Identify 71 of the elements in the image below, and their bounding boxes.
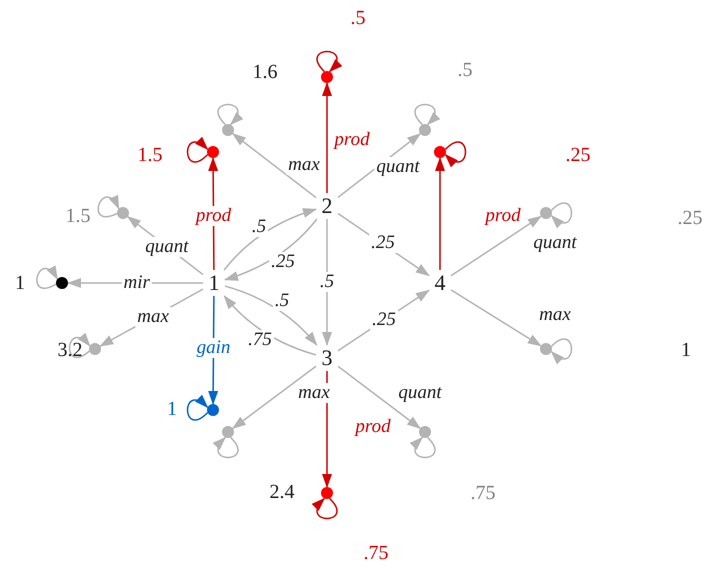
self-loop-arrow <box>550 338 572 364</box>
self-loop-arrow <box>550 202 572 228</box>
dot-node <box>419 426 431 438</box>
edge-label: max <box>296 383 332 403</box>
value-label: 1.6 <box>252 61 278 83</box>
self-loop-arrow <box>316 50 342 72</box>
self-loop-arrow <box>213 436 238 458</box>
node-label: 4 <box>429 270 451 296</box>
self-loop-arrow <box>218 104 243 126</box>
self-loop-arrow <box>312 498 338 520</box>
dot-node <box>222 124 234 136</box>
node-label: 3 <box>316 345 338 371</box>
floating-label: prod <box>483 206 523 226</box>
value-label: .5 <box>458 59 472 81</box>
floating-label: prod <box>353 417 393 437</box>
dot-node <box>321 71 333 83</box>
arrow <box>450 216 542 276</box>
value-label: 2.4 <box>270 481 294 503</box>
edge-label: .25 <box>369 233 397 253</box>
value-label: 1 <box>167 398 177 420</box>
node-label: 1 <box>203 270 225 296</box>
self-loop-arrow <box>36 266 58 289</box>
dot-node <box>56 277 68 289</box>
arrow <box>224 295 316 356</box>
edge-label: .5 <box>272 291 292 311</box>
edge-label: prod <box>194 206 234 226</box>
dot-node <box>222 426 234 438</box>
arrow <box>450 289 542 346</box>
self-loop-arrow <box>414 104 440 126</box>
value-label: 1.5 <box>138 144 162 166</box>
arrow <box>224 208 317 270</box>
edge-label: .5 <box>250 217 268 237</box>
self-loop-arrow <box>68 333 91 358</box>
dot-node <box>321 487 333 499</box>
edge-label: gain <box>194 338 232 358</box>
value-label: 3.2 <box>58 339 82 361</box>
self-loop-arrow <box>410 436 436 458</box>
arrow <box>322 219 332 346</box>
arrow <box>232 366 316 430</box>
self-loop-arrow <box>444 142 466 167</box>
self-loop-arrow <box>98 194 120 218</box>
edge-label: .25 <box>370 310 398 330</box>
arrow <box>322 82 332 193</box>
value-label: .75 <box>470 482 496 504</box>
value-label: 1 <box>681 339 691 361</box>
value-label: .75 <box>364 542 388 564</box>
edge-label: .5 <box>318 272 336 292</box>
node-label: 2 <box>316 193 338 219</box>
value-label: 1 <box>15 272 25 294</box>
self-loop-arrow <box>186 137 208 162</box>
dot-node <box>540 207 552 219</box>
edge-label: max <box>135 306 171 327</box>
arrow <box>224 285 318 346</box>
value-label: .5 <box>350 7 366 29</box>
self-loop-arrow <box>186 395 208 420</box>
dot-node <box>434 146 446 158</box>
edge-label: prod <box>332 130 372 150</box>
dot-node <box>207 146 219 158</box>
edge-label: quant <box>143 236 191 257</box>
value-label: .25 <box>566 144 590 166</box>
value-label: 1.5 <box>66 205 90 227</box>
value-label: .25 <box>678 207 702 229</box>
edge-label: quant <box>374 157 422 177</box>
arrow <box>435 157 445 270</box>
dot-node <box>89 343 101 355</box>
dot-node <box>117 207 129 219</box>
arrow <box>232 133 316 198</box>
dot-node <box>207 404 219 416</box>
arrow <box>338 366 421 429</box>
dot-node <box>419 124 431 136</box>
dot-node <box>540 343 552 355</box>
